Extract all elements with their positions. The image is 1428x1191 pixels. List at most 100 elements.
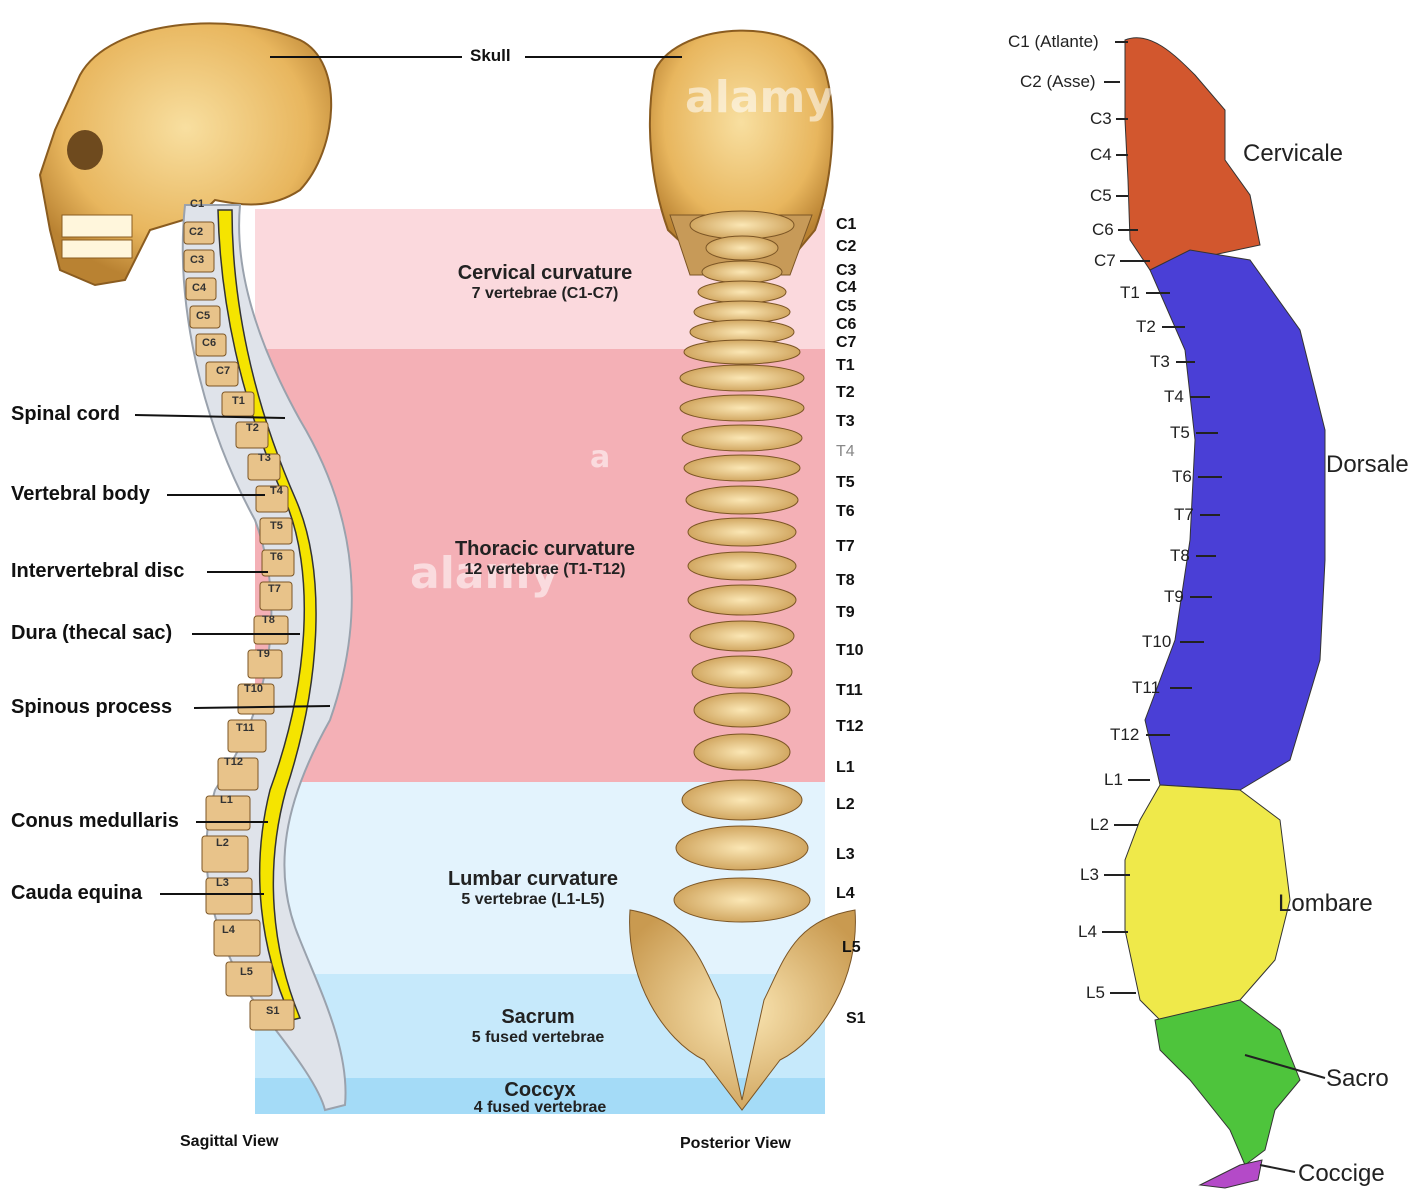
post-c5: C5 — [836, 298, 856, 316]
right-c4: C4 — [1090, 145, 1112, 165]
caption-posterior: Posterior View — [680, 1135, 791, 1153]
region-dorsale: Dorsale — [1326, 451, 1409, 479]
right-t5: T5 — [1170, 423, 1190, 443]
post-l2: L2 — [836, 796, 855, 814]
post-c1: C1 — [836, 216, 856, 234]
thoracic-title: Thoracic curvature 12 vertebrae (T1-T12) — [395, 538, 695, 579]
post-t11: T11 — [836, 682, 863, 700]
post-l4: L4 — [836, 885, 855, 903]
sag-t4: T4 — [270, 485, 283, 497]
sag-t11: T11 — [236, 722, 254, 734]
right-t6: T6 — [1172, 467, 1192, 487]
sag-t6: T6 — [270, 551, 283, 563]
post-t7: T7 — [836, 538, 855, 556]
right-t11: T11 — [1132, 678, 1160, 698]
sag-c3: C3 — [190, 254, 204, 266]
post-t12: T12 — [836, 718, 864, 736]
right-t4: T4 — [1164, 387, 1184, 407]
sag-l4: L4 — [222, 924, 235, 936]
post-c3: C3 — [836, 262, 856, 280]
sag-t5: T5 — [270, 520, 283, 532]
right-l2: L2 — [1090, 815, 1109, 835]
region-coccige: Coccige — [1298, 1160, 1385, 1188]
sag-l1: L1 — [220, 794, 233, 806]
right-t12: T12 — [1110, 725, 1139, 745]
sacrum-title-text: Sacrum — [388, 1006, 688, 1029]
sag-t8: T8 — [262, 614, 275, 626]
sag-t10: T10 — [244, 683, 263, 695]
region-sacro: Sacro — [1326, 1065, 1389, 1093]
right-t7: T7 — [1174, 505, 1194, 525]
sag-t1: T1 — [232, 395, 245, 407]
right-t1: T1 — [1120, 283, 1140, 303]
thoracic-subtitle: 12 vertebrae (T1-T12) — [395, 561, 695, 579]
sacrum-title: Sacrum 5 fused vertebrae — [388, 1006, 688, 1047]
post-t8: T8 — [836, 572, 855, 590]
sacrum-subtitle: 5 fused vertebrae — [388, 1029, 688, 1047]
sag-c4: C4 — [192, 282, 206, 294]
post-t10: T10 — [836, 642, 864, 660]
skull-label: Skull — [470, 46, 511, 66]
lumbar-subtitle: 5 vertebrae (L1-L5) — [383, 891, 683, 909]
post-c4: C4 — [836, 279, 856, 297]
right-l4: L4 — [1078, 922, 1097, 942]
cervical-title-text: Cervical curvature — [395, 262, 695, 285]
post-l5: L5 — [842, 939, 861, 957]
label-dura: Dura (thecal sac) — [11, 622, 172, 645]
sag-s1: S1 — [266, 1005, 279, 1017]
right-l3: L3 — [1080, 865, 1099, 885]
right-l1: L1 — [1104, 770, 1123, 790]
label-intervertebral-disc: Intervertebral disc — [11, 560, 184, 583]
region-lombare: Lombare — [1278, 890, 1373, 918]
post-c6: C6 — [836, 316, 856, 334]
sag-t3: T3 — [258, 452, 271, 464]
post-c2: C2 — [836, 238, 856, 256]
post-t2: T2 — [836, 384, 855, 402]
cervical-subtitle: 7 vertebrae (C1-C7) — [395, 285, 695, 303]
post-t5: T5 — [836, 474, 855, 492]
label-cauda-equina: Cauda equina — [11, 882, 142, 905]
post-t1: T1 — [836, 357, 855, 375]
right-c5: C5 — [1090, 186, 1112, 206]
sag-l3: L3 — [216, 877, 229, 889]
cervical-title: Cervical curvature 7 vertebrae (C1-C7) — [395, 262, 695, 303]
post-t3: T3 — [836, 413, 855, 431]
sag-l2: L2 — [216, 837, 229, 849]
label-conus-medullaris: Conus medullaris — [11, 810, 179, 833]
sag-t9: T9 — [257, 648, 270, 660]
sag-c5: C5 — [196, 310, 210, 322]
lumbar-title: Lumbar curvature 5 vertebrae (L1-L5) — [383, 868, 683, 909]
right-t2: T2 — [1136, 317, 1156, 337]
right-c6: C6 — [1092, 220, 1114, 240]
posterior-column — [630, 211, 856, 1110]
right-c2: C2 (Asse) — [1020, 72, 1096, 92]
sag-t2: T2 — [246, 422, 259, 434]
post-t9: T9 — [836, 604, 855, 622]
post-c7: C7 — [836, 334, 856, 352]
post-s1: S1 — [846, 1010, 866, 1028]
sag-t12: T12 — [224, 756, 243, 768]
right-t3: T3 — [1150, 352, 1170, 372]
right-c3: C3 — [1090, 109, 1112, 129]
coccyx-title-text: Coccyx — [390, 1080, 690, 1100]
coccyx-subtitle: 4 fused vertebrae — [390, 1100, 690, 1116]
region-cervicale: Cervicale — [1243, 140, 1343, 168]
right-t10: T10 — [1142, 632, 1171, 652]
sag-t7: T7 — [268, 583, 281, 595]
right-t9: T9 — [1164, 587, 1184, 607]
thoracic-title-text: Thoracic curvature — [395, 538, 695, 561]
sag-c2: C2 — [189, 226, 203, 238]
label-vertebral-body: Vertebral body — [11, 483, 150, 506]
watermark-1: alamy — [685, 72, 834, 123]
sag-l5: L5 — [240, 966, 253, 978]
caption-sagittal: Sagittal View — [180, 1133, 278, 1151]
right-l5: L5 — [1086, 983, 1105, 1003]
post-t6: T6 — [836, 503, 855, 521]
sag-c7: C7 — [216, 365, 230, 377]
post-l3: L3 — [836, 846, 855, 864]
post-l1: L1 — [836, 759, 855, 777]
coccyx-title: Coccyx 4 fused vertebrae — [390, 1080, 690, 1116]
right-c7: C7 — [1094, 251, 1116, 271]
label-spinous-process: Spinous process — [11, 696, 172, 719]
